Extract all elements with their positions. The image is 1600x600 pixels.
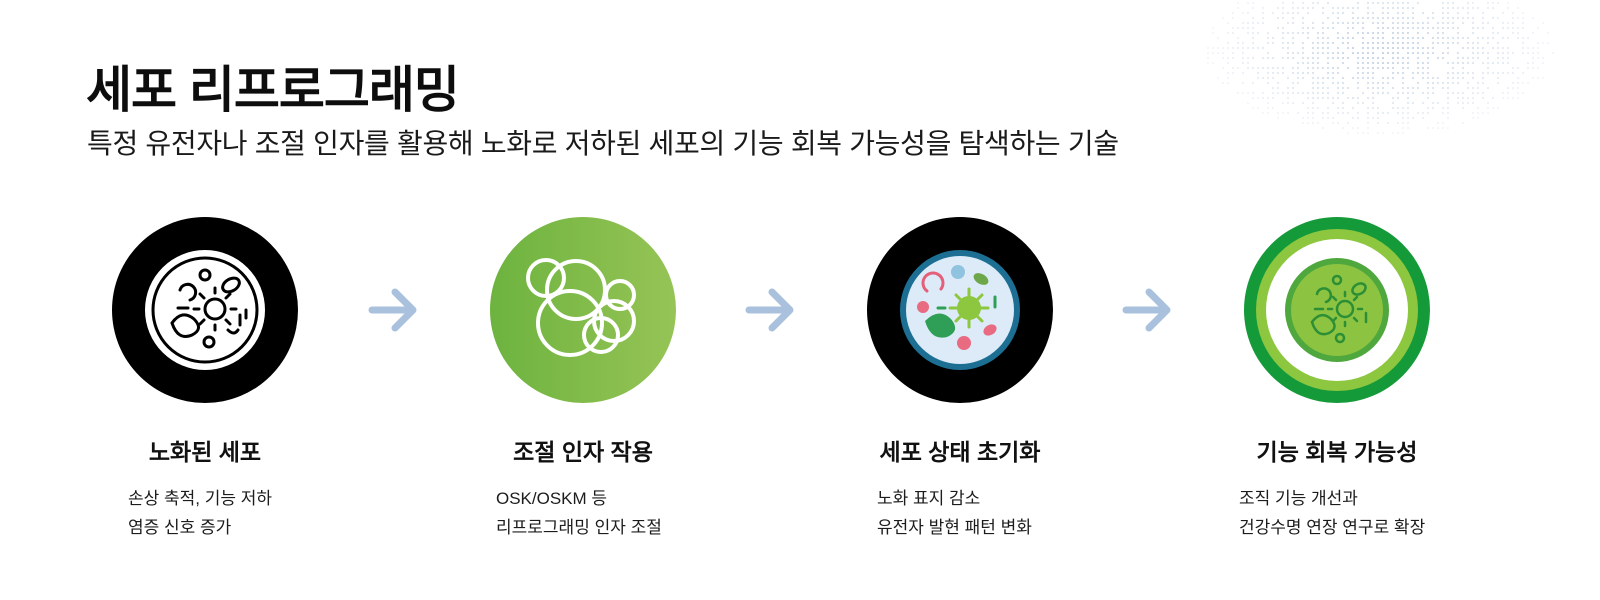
desc-line: 건강수명 연장 연구로 확장 xyxy=(1239,518,1426,537)
step-title-aged-cell: 노화된 세포 xyxy=(148,439,262,465)
arrow-right-icon xyxy=(1122,288,1171,332)
healthy-cell-icon xyxy=(1244,217,1430,403)
dot-pattern-decoration xyxy=(1206,1,1555,135)
arrow-right-icon xyxy=(368,288,417,332)
page-subtitle: 특정 유전자나 조절 인자를 활용해 노화로 저하된 세포의 기능 회복 가능성… xyxy=(87,128,1119,159)
desc-line: 리프로그래밍 인자 조절 xyxy=(496,518,662,537)
factor-bubbles-icon xyxy=(490,217,676,403)
step-desc-cell-reset: 노화 표지 감소 유전자 발현 패턴 변화 xyxy=(877,484,1032,542)
desc-line: 염증 신호 증가 xyxy=(128,518,232,537)
desc-line: 노화 표지 감소 xyxy=(877,489,981,508)
step-desc-factor-action: OSK/OSKM 등 리프로그래밍 인자 조절 xyxy=(496,484,662,542)
page-title: 세포 리프로그래밍 xyxy=(86,62,460,118)
desc-line: 손상 축적, 기능 저하 xyxy=(128,489,273,508)
step-title-cell-reset: 세포 상태 초기화 xyxy=(879,439,1041,465)
desc-line: 유전자 발현 패턴 변화 xyxy=(877,518,1032,537)
step-desc-function-recovery: 조직 기능 개선과 건강수명 연장 연구로 확장 xyxy=(1239,484,1425,542)
desc-line: OSK/OSKM 등 xyxy=(496,489,608,508)
step-desc-aged-cell: 손상 축적, 기능 저하 염증 신호 증가 xyxy=(128,484,272,542)
step-title-factor-action: 조절 인자 작용 xyxy=(513,439,653,465)
desc-line: 조직 기능 개선과 xyxy=(1239,489,1358,508)
reset-cell-icon xyxy=(867,217,1053,403)
step-title-function-recovery: 기능 회복 가능성 xyxy=(1256,439,1418,465)
aged-cell-icon xyxy=(112,217,298,403)
arrow-right-icon xyxy=(745,288,794,332)
